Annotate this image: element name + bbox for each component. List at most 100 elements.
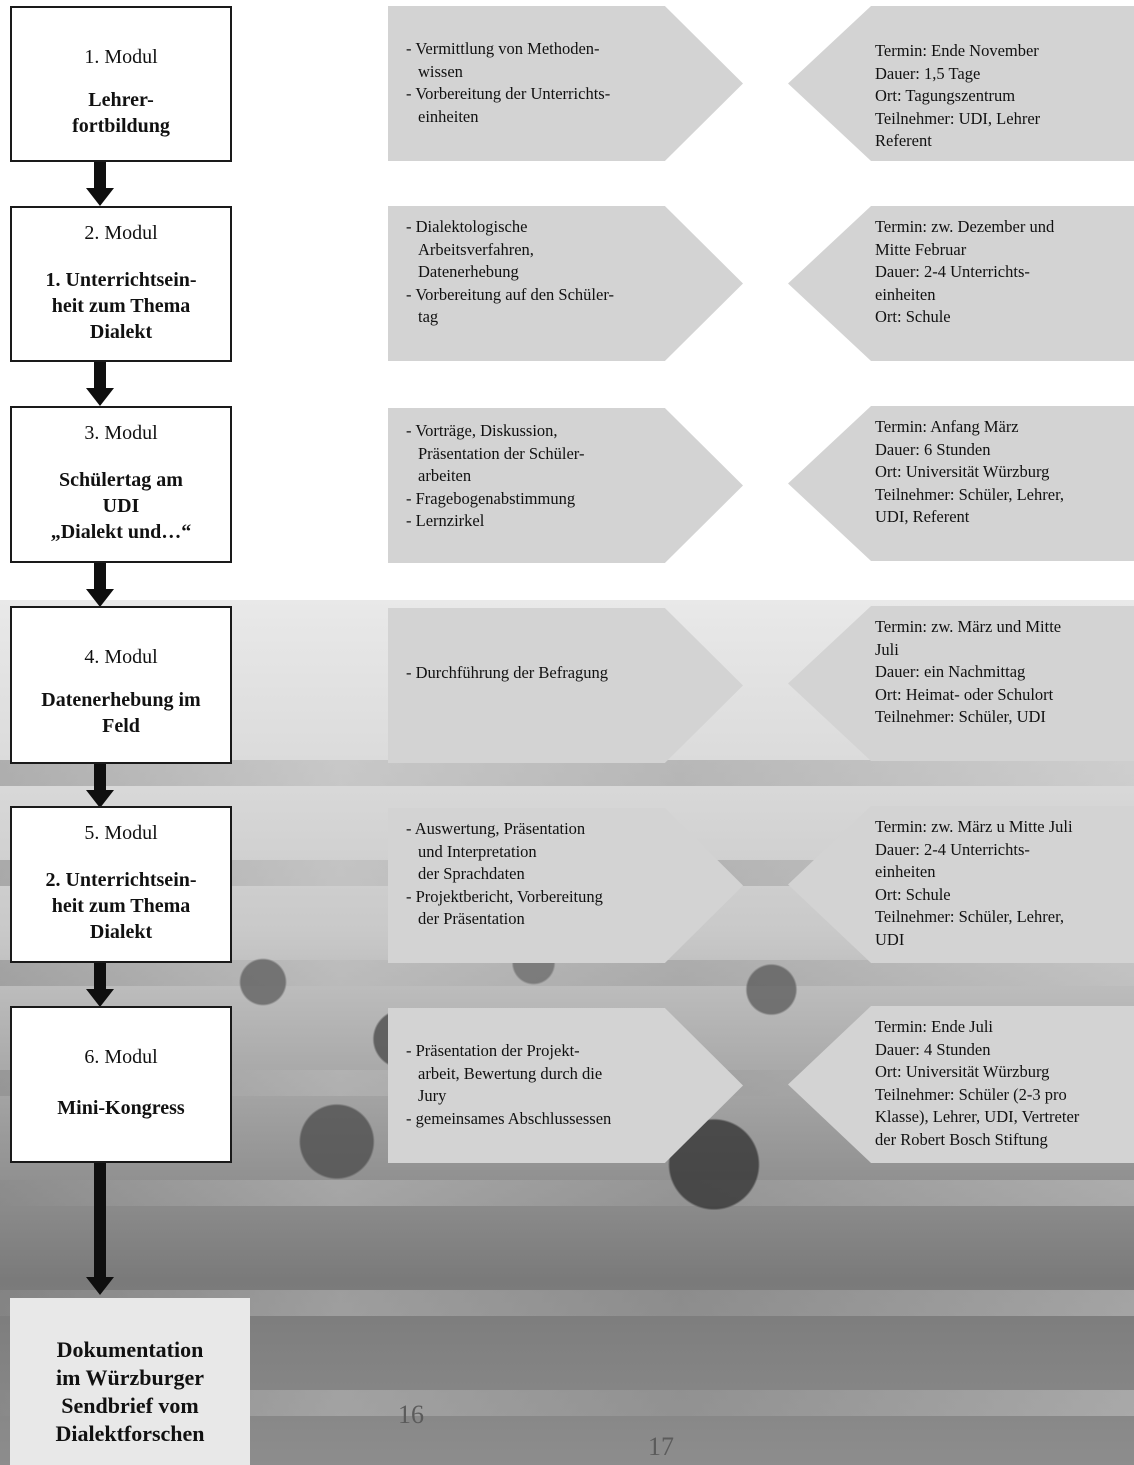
detail-line: Ort: Universität Würzburg bbox=[875, 462, 1050, 481]
module-title-line: Schülertag am bbox=[59, 469, 183, 491]
detail-line: Ort: Universität Würzburg bbox=[875, 1062, 1050, 1081]
details-arrow-3: Termin: Anfang März Dauer: 6 Stunden Ort… bbox=[788, 406, 1134, 561]
detail-line: Teilnehmer: Schüler, Lehrer, bbox=[875, 484, 1065, 504]
content-line: tag bbox=[418, 307, 439, 326]
content-line: - Vermittlung von Methoden- bbox=[406, 39, 600, 58]
detail-line: einheiten bbox=[875, 862, 936, 881]
module-number: 3. Modul bbox=[84, 422, 158, 444]
content-line: - Durchführung der Befragung bbox=[406, 663, 609, 682]
module-box-2: 2. Modul 1. Unterrichtsein- heit zum The… bbox=[10, 206, 232, 362]
seat-number-label: 17 bbox=[648, 1432, 674, 1461]
module-title-line: UDI bbox=[102, 495, 140, 517]
detail-line: Termin: zw. März u Mitte Juli bbox=[875, 817, 1073, 836]
module-number: 6. Modul bbox=[84, 1046, 158, 1068]
module-number: 1. Modul bbox=[84, 46, 158, 68]
detail-line: Dauer: 1,5 Tage bbox=[875, 63, 981, 83]
content-line: - Vorbereitung auf den Schüler- bbox=[406, 284, 614, 304]
details-arrow-6: Termin: Ende Juli Dauer: 4 Stunden Ort: … bbox=[788, 1006, 1134, 1163]
detail-line: einheiten bbox=[875, 284, 936, 304]
flow-arrow bbox=[86, 362, 114, 406]
details-arrow-5: Termin: zw. März u Mitte Juli Dauer: 2-4… bbox=[788, 806, 1134, 963]
documentation-line: im Würzburger bbox=[55, 1365, 205, 1390]
content-line: - Vorbereitung der Unterrichts- bbox=[406, 84, 611, 103]
detail-line: Dauer: 6 Stunden bbox=[875, 439, 991, 459]
content-line: arbeiten bbox=[418, 466, 472, 485]
content-chevron-6: - Präsentation der Projekt- arbeit, Bewe… bbox=[388, 1008, 743, 1163]
details-arrow-1: Termin: Ende November Dauer: 1,5 Tage Or… bbox=[788, 6, 1134, 161]
detail-line: Ort: Schule bbox=[875, 884, 951, 904]
detail-line: UDI bbox=[875, 929, 905, 949]
detail-line: Ort: Schule bbox=[875, 307, 951, 326]
content-chevron-1: - Vermittlung von Methoden- wissen - Vor… bbox=[388, 6, 743, 161]
module-title: Mini-Kongress bbox=[12, 1095, 230, 1121]
documentation-line: Dokumentation bbox=[56, 1337, 204, 1362]
seat-row bbox=[0, 760, 1134, 786]
module-title-line: Mini-Kongress bbox=[57, 1097, 185, 1119]
content-chevron-2: - Dialektologische Arbeitsverfahren, Dat… bbox=[388, 206, 743, 361]
detail-line: Dauer: 4 Stunden bbox=[875, 1039, 991, 1059]
content-line: - Dialektologische bbox=[406, 217, 528, 236]
content-chevron-5: - Auswertung, Präsentation und Interpret… bbox=[388, 808, 743, 963]
detail-line: Termin: Ende Juli bbox=[875, 1017, 993, 1036]
module-number: 2. Modul bbox=[84, 222, 158, 244]
documentation-box: Dokumentation im Würzburger Sendbrief vo… bbox=[10, 1298, 250, 1465]
content-line: wissen bbox=[418, 61, 463, 81]
flow-arrow bbox=[86, 563, 114, 607]
content-line: - gemeinsames Abschlussessen bbox=[406, 1108, 612, 1128]
module-title-line: Datenerhebung im bbox=[41, 689, 201, 711]
module-title-line: „Dialekt und…“ bbox=[50, 521, 192, 543]
content-line: Arbeitsverfahren, bbox=[418, 239, 534, 259]
content-chevron-3: - Vorträge, Diskussion, Präsentation der… bbox=[388, 408, 743, 563]
detail-line: Referent bbox=[875, 131, 932, 150]
flow-arrow bbox=[86, 963, 114, 1007]
detail-line: Termin: Ende November bbox=[875, 41, 1039, 60]
content-line: - Fragebogenabstimmung bbox=[406, 488, 576, 508]
detail-line: Juli bbox=[875, 639, 899, 659]
detail-line: der Robert Bosch Stiftung bbox=[875, 1129, 1048, 1149]
module-title-line: 2. Unterrichtsein- bbox=[45, 869, 197, 891]
module-title-line: heit zum Thema bbox=[51, 295, 191, 317]
content-line: - Präsentation der Projekt- bbox=[406, 1041, 580, 1060]
content-line: der Präsentation bbox=[418, 909, 525, 928]
module-number: 4. Modul bbox=[84, 646, 158, 668]
detail-line: Termin: Anfang März bbox=[875, 417, 1019, 436]
detail-line: Mitte Februar bbox=[875, 239, 967, 259]
detail-line: Dauer: 2-4 Unterrichts- bbox=[875, 839, 1030, 859]
module-title: Lehrer- fortbildung bbox=[12, 87, 230, 139]
documentation-line: Dialektforschen bbox=[55, 1421, 205, 1446]
module-number: 5. Modul bbox=[84, 822, 158, 844]
module-title: 1. Unterrichtsein- heit zum Thema Dialek… bbox=[12, 267, 230, 345]
documentation-line: Sendbrief vom bbox=[61, 1393, 199, 1418]
detail-line: Termin: zw. März und Mitte bbox=[875, 617, 1062, 636]
seat-number-label: 16 bbox=[398, 1400, 424, 1429]
content-line: Jury bbox=[418, 1086, 447, 1105]
flow-arrow bbox=[86, 162, 114, 206]
content-line: einheiten bbox=[418, 106, 479, 126]
flow-arrow bbox=[86, 764, 114, 808]
details-arrow-2: Termin: zw. Dezember und Mitte Februar D… bbox=[788, 206, 1134, 361]
content-line: - Vorträge, Diskussion, bbox=[406, 421, 558, 440]
module-title-line: heit zum Thema bbox=[51, 895, 191, 917]
detail-line: Ort: Heimat- oder Schulort bbox=[875, 684, 1054, 704]
module-box-5: 5. Modul 2. Unterrichtsein- heit zum The… bbox=[10, 806, 232, 963]
module-title-line: fortbildung bbox=[72, 115, 170, 137]
content-line: - Auswertung, Präsentation bbox=[406, 819, 586, 838]
detail-line: Dauer: 2-4 Unterrichts- bbox=[875, 262, 1030, 281]
module-box-4: 4. Modul Datenerhebung im Feld bbox=[10, 606, 232, 764]
content-chevron-4: - Durchführung der Befragung bbox=[388, 608, 743, 763]
detail-line: Teilnehmer: Schüler, Lehrer, bbox=[875, 907, 1065, 926]
module-box-6: 6. Modul Mini-Kongress bbox=[10, 1006, 232, 1163]
detail-line: Teilnehmer: Schüler (2-3 pro bbox=[875, 1084, 1067, 1104]
module-title: Schülertag am UDI „Dialekt und…“ bbox=[12, 467, 230, 545]
detail-line: Klasse), Lehrer, UDI, Vertreter bbox=[875, 1107, 1080, 1126]
content-line: und Interpretation bbox=[418, 841, 537, 861]
content-line: - Projektbericht, Vorbereitung bbox=[406, 886, 603, 906]
module-title-line: Dialekt bbox=[89, 321, 153, 343]
detail-line: Termin: zw. Dezember und bbox=[875, 217, 1055, 236]
content-line: Datenerhebung bbox=[418, 262, 519, 281]
module-box-1: 1. Modul Lehrer- fortbildung bbox=[10, 6, 232, 162]
detail-line: Teilnehmer: UDI, Lehrer bbox=[875, 108, 1041, 128]
content-line: arbeit, Bewertung durch die bbox=[418, 1063, 603, 1083]
flow-arrow bbox=[86, 1163, 114, 1295]
module-title-line: 1. Unterrichtsein- bbox=[45, 269, 197, 291]
